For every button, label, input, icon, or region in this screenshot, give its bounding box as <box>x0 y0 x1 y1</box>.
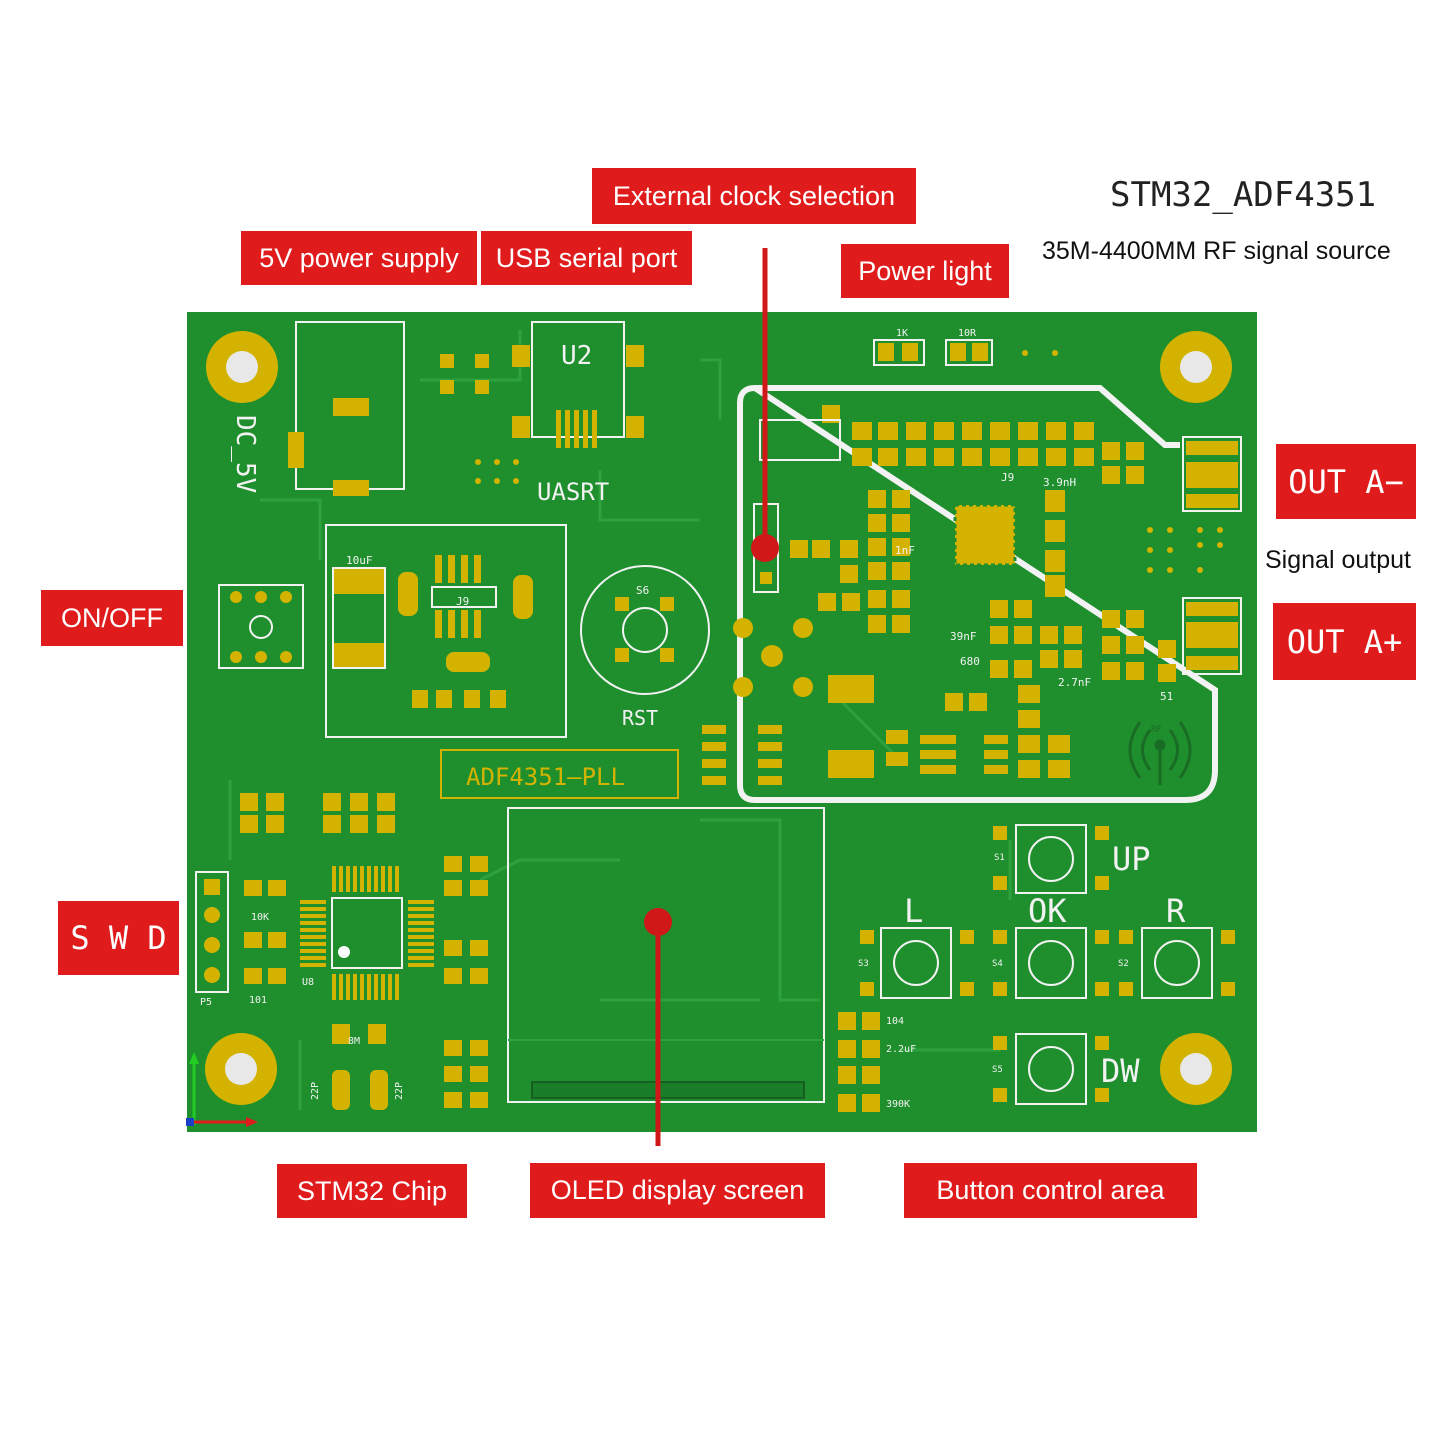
callout-power-supply: 5V power supply <box>241 231 477 285</box>
silk-s1: S1 <box>994 853 1005 863</box>
rf-vias <box>475 350 1223 573</box>
callout-on-off: ON/OFF <box>41 590 183 646</box>
button-up <box>993 824 1109 894</box>
silk-39nf: 39nF <box>950 630 977 643</box>
silk-104: 104 <box>886 1016 904 1027</box>
swd-header <box>195 871 229 993</box>
button-dw <box>993 1033 1109 1105</box>
silk-101: 101 <box>249 995 267 1006</box>
product-title: STM32_ADF4351 <box>1110 175 1377 215</box>
silk-p5: P5 <box>200 997 212 1008</box>
silk-ok: OK <box>1028 892 1067 930</box>
output-connectors <box>1182 436 1242 675</box>
rf-chip-j9 <box>953 503 1017 567</box>
silk-rst: RST <box>622 706 658 730</box>
silk-j9-reg: J9 <box>456 595 469 608</box>
silk-r: R <box>1166 892 1186 930</box>
silk-680: 680 <box>960 655 980 668</box>
button-ok <box>993 927 1109 999</box>
dc-jack-5v <box>288 321 405 496</box>
silk-l: L <box>904 892 923 930</box>
silk-22p-a: 22P <box>310 1082 321 1100</box>
silk-1k: 1K <box>896 328 908 339</box>
regulator-area <box>325 524 567 738</box>
silk-1nf: 1nF <box>895 544 915 557</box>
silk-u2: U2 <box>561 341 592 371</box>
silk-dw: DW <box>1101 1052 1140 1090</box>
pll-label-box <box>440 749 679 799</box>
silk-10r: 10R <box>958 328 977 339</box>
silk-51: 51 <box>1160 690 1173 703</box>
label-signal-output: Signal output <box>1265 546 1411 574</box>
silk-up: UP <box>1112 840 1151 878</box>
led-pads <box>440 354 489 394</box>
silk-j9-rf: J9 <box>1001 471 1014 484</box>
stm32-chip <box>300 866 434 1000</box>
button-l <box>860 927 974 999</box>
callout-stm32-chip: STM32 Chip <box>277 1164 467 1218</box>
on-off-switch <box>218 584 304 669</box>
silk-s6: S6 <box>636 584 649 597</box>
product-subtitle: 35M-4400MM RF signal source <box>1042 237 1391 265</box>
callout-out-a-minus: OUT A− <box>1276 444 1416 519</box>
callout-usb-serial: USB serial port <box>481 231 692 285</box>
reset-button <box>580 565 710 695</box>
leader-lines <box>644 248 779 1146</box>
silk-10k: 10K <box>251 912 269 923</box>
callout-oled-display: OLED display screen <box>530 1163 825 1218</box>
silk-8m: 8M <box>348 1036 360 1047</box>
silk-39nh: 3.9nH <box>1043 476 1076 489</box>
callout-swd: S W D <box>58 901 179 975</box>
rf-module-outline <box>737 384 1218 803</box>
callout-external-clock: External clock selection <box>592 168 916 224</box>
silk-27nf: 2.7nF <box>1058 676 1091 689</box>
silk-s4: S4 <box>992 959 1003 969</box>
callout-power-light: Power light <box>841 244 1009 298</box>
rf-components <box>702 405 1176 785</box>
callout-out-a-plus: OUT A+ <box>1273 603 1416 680</box>
rf-logo-icon <box>1128 721 1192 785</box>
silk-22p-b: 22P <box>394 1082 405 1100</box>
silk-s2: S2 <box>1118 959 1129 969</box>
silk-22uf: 2.2uF <box>886 1044 916 1055</box>
silk-u8: U8 <box>302 977 314 988</box>
silk-390k: 390K <box>886 1099 910 1110</box>
sma-pads <box>733 618 813 697</box>
usb-connector <box>512 321 644 448</box>
oled-outline <box>507 807 825 1103</box>
clock-jumper <box>753 419 841 593</box>
mounting-holes <box>205 331 1232 1105</box>
silk-s5: S5 <box>992 1065 1003 1075</box>
silk-s3: S3 <box>858 959 869 969</box>
silk-10uf: 10uF <box>346 554 373 567</box>
button-r <box>1119 927 1235 999</box>
silk-adf-pll: ADF4351–PLL <box>466 763 625 791</box>
callout-button-area: Button control area <box>904 1163 1197 1218</box>
silk-dc5v: DC_5V <box>230 415 260 493</box>
axis-indicator-icon <box>186 1052 258 1127</box>
pcb-board <box>187 312 1257 1132</box>
silk-uasrt: UASRT <box>537 478 609 506</box>
silk-rf: RF <box>1151 725 1162 735</box>
power-led-outline <box>873 339 993 366</box>
mcu-passives <box>240 793 880 1112</box>
power-led-pads <box>878 343 988 361</box>
